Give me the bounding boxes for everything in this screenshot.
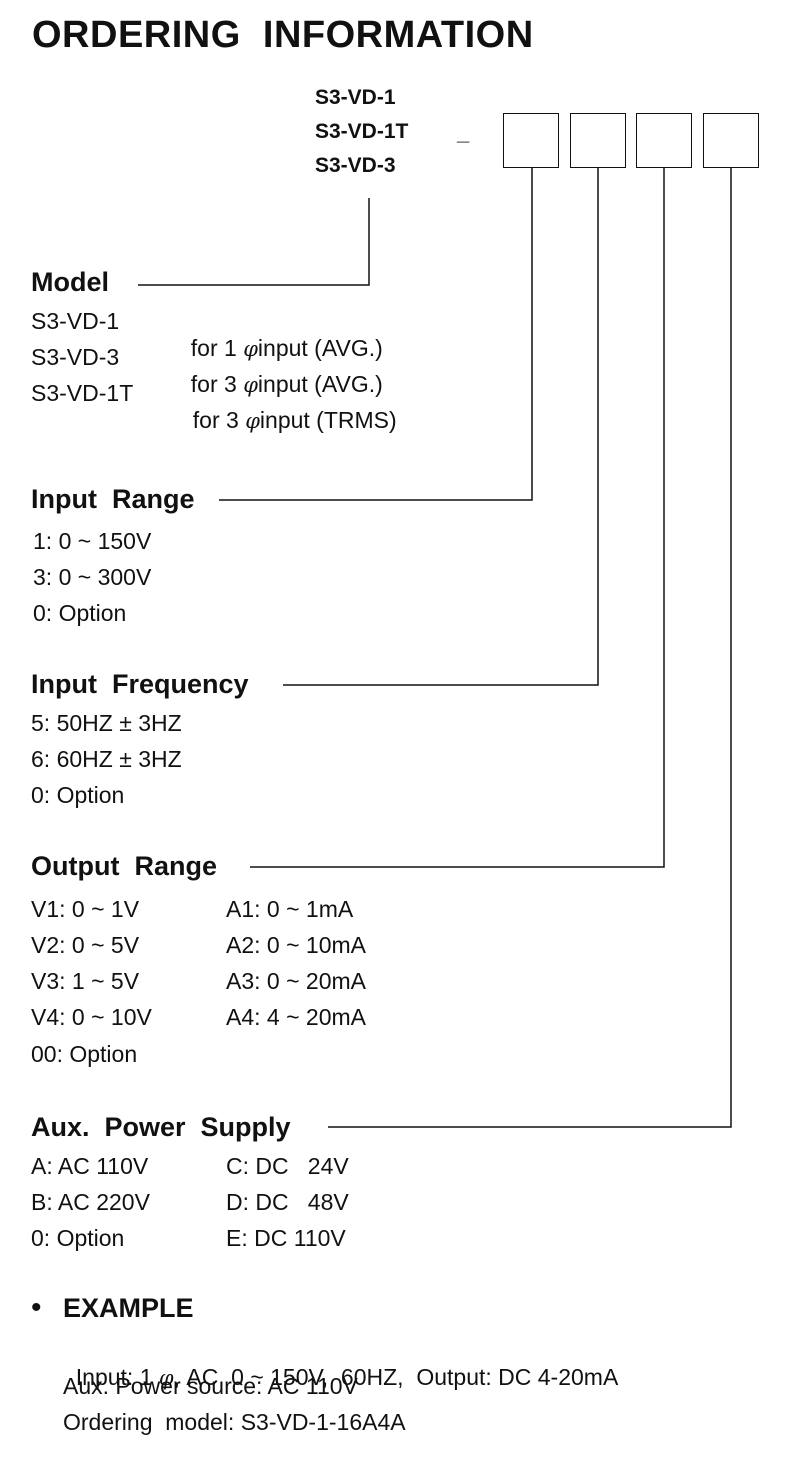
output-range-voltage-item: V1: 0 ~ 1V bbox=[31, 896, 140, 922]
output-range-heading: Output Range bbox=[31, 851, 217, 881]
model-connector bbox=[138, 198, 370, 286]
output-range-voltage-item: V2: 0 ~ 5V bbox=[31, 932, 140, 958]
output-range-current-item: A1: 0 ~ 1mA bbox=[226, 896, 354, 922]
input-range-item: 3: 0 ~ 300V bbox=[33, 564, 152, 590]
model-row-code: S3-VD-3 bbox=[31, 344, 120, 370]
model-row-code: S3-VD-1 bbox=[31, 308, 120, 334]
input-frequency-item: 6: 60HZ ± 3HZ bbox=[31, 746, 182, 772]
code-box-input-frequency bbox=[570, 113, 626, 168]
input-frequency-item: 5: 50HZ ± 3HZ bbox=[31, 710, 182, 736]
example-line-input: Input: 1 φ, AC 0 ~ 150V, 60HZ, Output: D… bbox=[75, 1364, 619, 1390]
input-frequency-connector bbox=[283, 168, 599, 686]
input-range-item: 0: Option bbox=[33, 600, 127, 626]
aux-power-item: C: DC 24V bbox=[226, 1153, 349, 1179]
code-box-aux-power bbox=[703, 113, 759, 168]
input-range-connector bbox=[219, 168, 533, 501]
aux-power-item: D: DC 48V bbox=[226, 1189, 349, 1215]
phi-symbol: φ bbox=[243, 373, 258, 397]
model-code-s3-vd-3: S3-VD-3 bbox=[315, 154, 396, 177]
example-line-aux-power: Aux. Power source: AC 110V bbox=[63, 1373, 358, 1399]
aux-power-item: 0: Option bbox=[31, 1225, 125, 1251]
aux-power-heading: Aux. Power Supply bbox=[31, 1112, 291, 1142]
model-row-desc: for 3 φinput (AVG.) bbox=[190, 371, 383, 397]
phi-symbol: φ bbox=[243, 337, 258, 361]
example-line-ordering-model: Ordering model: S3-VD-1-16A4A bbox=[63, 1409, 406, 1435]
example-heading: EXAMPLE bbox=[63, 1293, 194, 1323]
output-range-voltage-item: V3: 1 ~ 5V bbox=[31, 968, 140, 994]
bullet-icon: • bbox=[31, 1291, 42, 1324]
input-frequency-heading: Input Frequency bbox=[31, 669, 249, 699]
model-code-s3-vd-1t: S3-VD-1T bbox=[315, 120, 409, 143]
input-range-heading: Input Range bbox=[31, 484, 195, 514]
code-box-output-range bbox=[636, 113, 692, 168]
aux-power-item: B: AC 220V bbox=[31, 1189, 150, 1215]
output-range-current-item: A4: 4 ~ 20mA bbox=[226, 1004, 366, 1030]
output-range-option: 00: Option bbox=[31, 1041, 138, 1067]
aux-power-item: A: AC 110V bbox=[31, 1153, 149, 1179]
model-row-desc: for 3 φinput (TRMS) bbox=[192, 407, 397, 433]
code-box-input-range bbox=[503, 113, 559, 168]
aux-power-item: E: DC 110V bbox=[226, 1225, 346, 1251]
output-range-current-item: A2: 0 ~ 10mA bbox=[226, 932, 366, 958]
output-range-voltage-item: V4: 0 ~ 10V bbox=[31, 1004, 152, 1030]
model-row-desc: for 1 φinput (AVG.) bbox=[190, 335, 383, 361]
input-frequency-item: 0: Option bbox=[31, 782, 125, 808]
input-range-item: 1: 0 ~ 150V bbox=[33, 528, 152, 554]
page-title: ORDERING INFORMATION bbox=[32, 14, 534, 56]
model-code-s3-vd-1: S3-VD-1 bbox=[315, 86, 396, 109]
model-heading: Model bbox=[31, 267, 109, 297]
phi-symbol: φ bbox=[245, 409, 260, 433]
code-separator: _ bbox=[457, 120, 470, 145]
output-range-current-item: A3: 0 ~ 20mA bbox=[226, 968, 366, 994]
output-range-connector bbox=[250, 168, 665, 868]
aux-power-connector bbox=[328, 168, 732, 1128]
model-row-code: S3-VD-1T bbox=[31, 380, 134, 406]
phi-symbol: φ bbox=[158, 1366, 174, 1390]
